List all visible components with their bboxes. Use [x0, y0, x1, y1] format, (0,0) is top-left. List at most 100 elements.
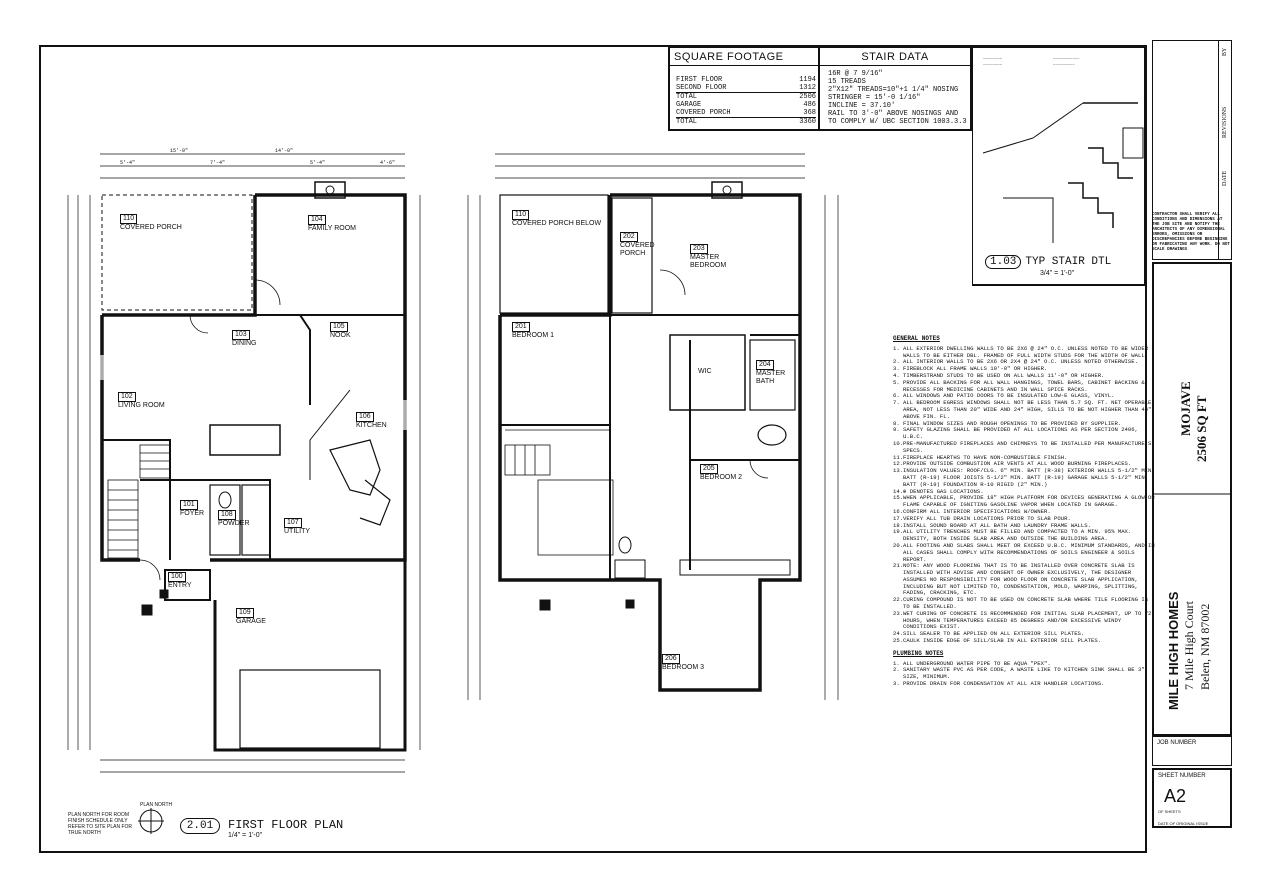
note-item: 19.ALL UTILITY TRENCHES MUST BE FILLED A… — [893, 529, 1155, 543]
second-floor-plan — [467, 153, 839, 700]
model-area: 2506 SQ FT — [1194, 395, 1209, 462]
note-item: 1.ALL EXTERIOR DWELLING WALLS TO BE 2X6 … — [893, 344, 1155, 360]
note-text: ALL FOOTING AND SLABS SHALL MEET OR EXCE… — [903, 541, 1155, 563]
note-text: SILL SEALER TO BE APPLIED ON ALL EXTERIO… — [903, 630, 1085, 638]
job-number-box: JOB NUMBER — [1152, 736, 1232, 766]
of-sheets-label: OF SHEETS — [1158, 809, 1181, 814]
note-text: CAULK INSIDE EDGE OF SILL/SLAB IN ALL EX… — [903, 637, 1102, 645]
note-number: 24. — [893, 630, 904, 638]
svg-text:~~~~~~~~: ~~~~~~~~ — [983, 58, 1003, 62]
note-text: PROVIDE OUTSIDE COMBUSTION AIR VENTS AT … — [903, 460, 1132, 468]
revision-block — [1152, 40, 1232, 260]
note-number: 19. — [893, 528, 904, 536]
note-number: 10. — [893, 439, 904, 447]
note-text: ALL UTILITY TRENCHES MUST BE FILLED AND … — [903, 528, 1132, 543]
svg-text:7'-4": 7'-4" — [210, 160, 225, 166]
stair-detail-box: ~~~~~~~~~~~~~~~~ ~~~~~~~~~~~~~~~~~~~~ — [972, 46, 1146, 286]
note-text: ⊕ DENOTES GAS LOCATIONS. — [903, 487, 984, 495]
stair-data-title: STAIR DATA — [820, 48, 970, 66]
note-item: 3.PROVIDE DRAIN FOR CONDENSATION AT ALL … — [893, 680, 1155, 688]
note-text: TIMBERSTRAND STUDS TO BE USED ON ALL WAL… — [903, 371, 1105, 379]
note-item: 12.PROVIDE OUTSIDE COMBUSTION AIR VENTS … — [893, 461, 1155, 468]
note-number: 20. — [893, 541, 904, 549]
plan-title: FIRST FLOOR PLAN — [228, 818, 344, 832]
plan-title-tag: 2.01 — [180, 818, 220, 834]
note-item: 21.NOTE: ANY WOOD FLOORING THAT IS TO BE… — [893, 562, 1155, 597]
note-item: 8.FINAL WINDOW SIZES AND ROUGH OPENINGS … — [893, 419, 1155, 428]
note-number: 17. — [893, 514, 904, 522]
stair-data-line: INCLINE = 37.10' — [828, 102, 896, 110]
company-name: MILE HIGH HOMES — [1166, 591, 1181, 710]
note-number: 5. — [893, 378, 900, 386]
model-name: MOJAVE — [1178, 381, 1193, 436]
note-item: 25.CAULK INSIDE EDGE OF SILL/SLAB IN ALL… — [893, 637, 1155, 645]
stair-data-line: 2"X12" TREADS=10"+1 1/4" NOSING — [828, 86, 959, 94]
note-number: 3. — [893, 680, 900, 688]
note-text: PROVIDE ALL BACKING FOR ALL WALL HANGING… — [903, 378, 1145, 393]
svg-text:14'-0": 14'-0" — [275, 148, 293, 154]
note-number: 1. — [893, 659, 900, 667]
first-floor-plan: 15'-0"14'-0" 5'-4"7'-4"5'-4" 4'-6" — [67, 148, 421, 773]
note-number: 1. — [893, 344, 900, 352]
svg-text:5'-4": 5'-4" — [310, 160, 325, 166]
note-text: ALL EXTERIOR DWELLING WALLS TO BE 2X6 @ … — [903, 344, 1149, 359]
note-text: ALL INTERIOR WALLS TO BE 2X6 OR 2X4 @ 24… — [903, 358, 1138, 366]
note-item: 23.WET CURING OF CONCRETE IS RECOMMENDED… — [893, 609, 1155, 631]
note-number: 23. — [893, 609, 904, 617]
svg-text:4'-6": 4'-6" — [380, 160, 395, 166]
note-item: 4.TIMBERSTRAND STUDS TO BE USED ON ALL W… — [893, 371, 1155, 380]
note-number: 12. — [893, 460, 904, 468]
note-item: 5.PROVIDE ALL BACKING FOR ALL WALL HANGI… — [893, 378, 1155, 394]
contractor-note: CONTRACTOR SHALL VERIFY ALL CONDITIONS A… — [1152, 213, 1230, 252]
note-text: FINAL WINDOW SIZES AND ROUGH OPENINGS TO… — [903, 419, 1122, 427]
note-number: 8. — [893, 419, 900, 427]
job-number-label: JOB NUMBER — [1157, 740, 1197, 746]
note-number: 25. — [893, 637, 904, 645]
note-number: 14. — [893, 487, 904, 495]
note-text: FIREBLOCK ALL FRAME WALLS 10'-0" OR HIGH… — [903, 365, 1048, 373]
north-arrow-icon — [138, 808, 164, 834]
note-number: 6. — [893, 392, 900, 400]
address-line-2: Belen, NM 87002 — [1198, 603, 1212, 690]
note-text: INSULATION VALUES: ROOF/CLG. 6" MIN. BAT… — [903, 467, 1155, 488]
stair-detail-scale: 3/4" = 1'-0" — [1040, 270, 1075, 277]
note-number: 16. — [893, 507, 904, 515]
sheet-number-box: SHEET NUMBER OF SHEETS DATE OF ORIGINAL … — [1152, 768, 1232, 828]
note-number: 9. — [893, 426, 900, 434]
address-line-1: 7 Mile High Court — [1182, 601, 1196, 690]
note-text: PRE-MANUFACTURED FIREPLACES AND CHIMNEYS… — [903, 439, 1152, 454]
note-item: 18.INSTALL SOUND BOARD AT ALL BATH AND L… — [893, 521, 1155, 530]
note-text: WET CURING OF CONCRETE IS RECOMMENDED FO… — [903, 609, 1152, 631]
note-number: 3. — [893, 365, 900, 373]
sheet-number-label: SHEET NUMBER — [1158, 773, 1206, 779]
note-text: FIREPLACE HEARTHS TO HAVE NON-COMBUSTIBL… — [903, 453, 1068, 461]
note-item: 9.SAFETY GLAZING SHALL BE PROVIDED AT AL… — [893, 427, 1155, 441]
plumbing-notes-title: PLUMBING NOTES — [893, 649, 944, 657]
note-text: ALL UNDERGROUND WATER PIPE TO BE AQUA "P… — [903, 659, 1051, 667]
note-text: ALL WINDOWS AND PATIO DOORS TO BE INSULA… — [903, 392, 1115, 400]
by-label: BY — [1222, 47, 1228, 56]
note-number: 18. — [893, 521, 904, 529]
note-item: 1.ALL UNDERGROUND WATER PIPE TO BE AQUA … — [893, 659, 1155, 668]
note-text: VERIFY ALL TUB DRAIN LOCATIONS PRIOR TO … — [903, 514, 1071, 522]
note-number: 15. — [893, 494, 904, 502]
